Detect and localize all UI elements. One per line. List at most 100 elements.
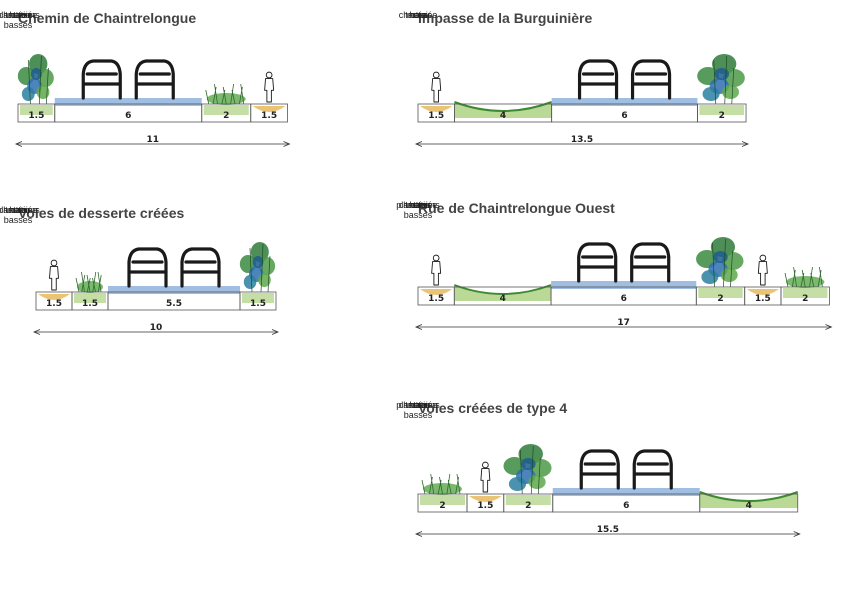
low-plants-icon bbox=[421, 473, 462, 495]
segment-width-label: 2 bbox=[223, 111, 229, 121]
low-plants-icon bbox=[75, 271, 103, 293]
segment-name-label: haie bbox=[9, 205, 27, 215]
segment-trottoir: 1.5 bbox=[417, 71, 455, 123]
road-surface bbox=[551, 98, 698, 106]
segment-name-label: trottoir bbox=[405, 10, 431, 20]
total-width-dimension: 10 bbox=[32, 323, 280, 335]
pedestrian-icon bbox=[431, 71, 442, 103]
section-title: Impasse de la Burguinière bbox=[418, 10, 593, 26]
total-width-label: 13.5 bbox=[571, 135, 593, 145]
car-icon bbox=[632, 449, 673, 490]
segment-width-label: 6 bbox=[621, 294, 627, 304]
segment-trottoir: 1.5 bbox=[417, 254, 455, 306]
segment-width-label: 1.5 bbox=[261, 111, 277, 121]
segment-plantations: 2 bbox=[201, 83, 252, 123]
segment-haie: 2 bbox=[695, 237, 746, 306]
segment-chaussee: 6 bbox=[54, 59, 203, 123]
segment-name-label: plantations basses bbox=[0, 205, 40, 225]
segment-width-label: 6 bbox=[125, 111, 131, 121]
segment-width-label: 5.5 bbox=[166, 299, 182, 309]
pedestrian-icon bbox=[49, 259, 59, 291]
low-plants-icon bbox=[205, 83, 246, 105]
section-title: Voies de desserte créées bbox=[18, 205, 185, 221]
segment-name-label: chaussée bbox=[0, 205, 38, 215]
segment-trottoir: 1.5 bbox=[466, 461, 505, 513]
segment-width-label: 1.5 bbox=[28, 111, 44, 121]
car-icon bbox=[577, 242, 618, 283]
segment-width-label: 1.5 bbox=[46, 299, 62, 309]
segment-chaussee: 6 bbox=[552, 449, 701, 513]
segment-name-label: noue bbox=[407, 400, 429, 410]
pedestrian-icon bbox=[480, 461, 491, 493]
segment-width-label: 6 bbox=[621, 111, 627, 121]
car-icon bbox=[180, 247, 221, 288]
total-width-label: 11 bbox=[146, 135, 159, 145]
segment-name-label: chaussée bbox=[0, 10, 38, 20]
pedestrian-icon bbox=[264, 71, 275, 103]
segment-chaussee: 5.5 bbox=[107, 247, 241, 311]
segment-noue: 4 bbox=[454, 101, 553, 123]
cross-section-drawing: 1.5 4 6 2 13.5 bbox=[414, 54, 750, 147]
segment-chaussee: 6 bbox=[550, 242, 697, 306]
road-surface bbox=[552, 488, 700, 496]
segment-width-label: 1.5 bbox=[477, 501, 493, 511]
car-icon bbox=[134, 59, 175, 100]
road-surface bbox=[108, 286, 240, 294]
segment-name-label: noue bbox=[407, 200, 429, 210]
segment-width-label: 1.5 bbox=[755, 294, 771, 304]
segment-plantations: 1.5 bbox=[71, 271, 109, 311]
segment-width-label: 1.5 bbox=[428, 111, 444, 121]
section-title: Rue de Chaintrelongue Ouest bbox=[418, 200, 615, 216]
total-width-dimension: 17 bbox=[414, 318, 833, 330]
segment-name-label: haie bbox=[409, 10, 427, 20]
car-icon bbox=[127, 247, 168, 288]
hedge-icon bbox=[17, 54, 54, 105]
section-title: Voies créées de type 4 bbox=[418, 400, 568, 416]
segment-width-label: 1.5 bbox=[428, 294, 444, 304]
segment-noue: 4 bbox=[699, 491, 799, 513]
segment-name-label: trottoir bbox=[5, 205, 31, 215]
hedge-icon bbox=[696, 237, 744, 288]
segment-haie: 2 bbox=[697, 54, 747, 123]
cross-section-drawing: 1.5 4 6 2 1.5 2 17 bbox=[414, 237, 833, 330]
segment-name-label: trottoir bbox=[405, 400, 431, 410]
segment-name-label: trottoir bbox=[5, 10, 31, 20]
segment-name-label: noue bbox=[407, 10, 429, 20]
road-surface bbox=[54, 98, 202, 106]
segment-trottoir: 1.5 bbox=[744, 254, 782, 306]
total-width-dimension: 13.5 bbox=[414, 135, 750, 147]
total-width-dimension: 11 bbox=[14, 135, 291, 147]
segment-name-label: haie bbox=[9, 10, 27, 20]
segment-chaussee: 6 bbox=[551, 59, 698, 123]
segment-plantations: 2 bbox=[417, 473, 468, 513]
segment-name-label: chaussée bbox=[398, 200, 438, 210]
segment-width-label: 2 bbox=[717, 294, 723, 304]
hedge-icon bbox=[503, 444, 552, 495]
segment-name-label: plantations basses bbox=[0, 10, 40, 30]
car-icon bbox=[577, 59, 619, 100]
segment-haie: 1.5 bbox=[239, 242, 277, 311]
pedestrian-icon bbox=[757, 254, 768, 286]
segment-width-label: 2 bbox=[802, 294, 808, 304]
pedestrian-icon bbox=[431, 254, 442, 286]
segment-haie: 2 bbox=[503, 444, 554, 513]
total-width-label: 15.5 bbox=[597, 525, 619, 535]
segment-width-label: 4 bbox=[500, 294, 506, 304]
segment-width-label: 2 bbox=[525, 501, 531, 511]
segment-name-label: chaussée bbox=[398, 400, 438, 410]
segment-name-label: chaussée bbox=[398, 10, 438, 20]
segment-haie: 1.5 bbox=[17, 54, 56, 123]
low-plants-icon bbox=[784, 266, 825, 288]
car-icon bbox=[579, 449, 620, 490]
road-surface bbox=[551, 281, 697, 289]
segment-name-label: trottoir bbox=[405, 200, 431, 210]
total-width-label: 17 bbox=[617, 318, 630, 328]
segment-width-label: 2 bbox=[439, 501, 445, 511]
segment-trottoir: 1.5 bbox=[35, 259, 73, 311]
segment-width-label: 2 bbox=[719, 111, 725, 121]
total-width-label: 10 bbox=[150, 323, 163, 333]
segment-width-label: 4 bbox=[500, 111, 506, 121]
car-icon bbox=[630, 59, 672, 100]
segment-plantations: 2 bbox=[780, 266, 830, 306]
